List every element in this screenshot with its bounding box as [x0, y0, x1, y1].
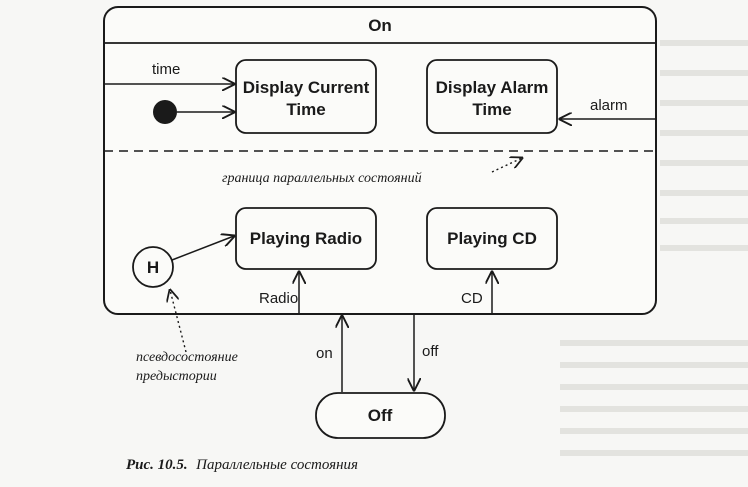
playing-cd-state: [426, 207, 558, 270]
off-state: [315, 392, 446, 439]
on-state-label: On: [368, 16, 392, 35]
display-alarm-time-label-line2: Time: [472, 100, 511, 119]
playing-cd-label: Playing CD: [447, 229, 537, 248]
time-transition-label: time: [152, 61, 180, 78]
boundary-annotation: граница параллельных состояний: [222, 171, 422, 186]
history-pseudostate-label: H: [147, 258, 159, 277]
display-current-time-label-line2: Time: [286, 100, 325, 119]
alarm-transition-label: alarm: [590, 97, 628, 114]
display-alarm-time-label-line1: Display Alarm: [436, 78, 549, 97]
display-current-time-label-line1: Display Current: [243, 78, 370, 97]
cd-transition-label: CD: [461, 290, 483, 307]
off-state-label: Off: [368, 406, 393, 425]
on-composite-state: [103, 6, 657, 315]
history-pseudostate: [132, 246, 174, 288]
on-transition-label: on: [316, 345, 333, 362]
playing-radio-label: Playing Radio: [250, 229, 362, 248]
display-alarm-time-state: [426, 59, 558, 134]
history-annotation-pointer: [170, 290, 187, 353]
background-bleed: [560, 40, 748, 456]
figure-caption-number: Рис. 10.5.: [126, 457, 188, 473]
history-annotation-line2: предыстории: [136, 369, 217, 384]
display-current-time-state: [235, 59, 377, 134]
history-transition-arrow: [171, 236, 234, 261]
initial-pseudostate: [153, 100, 177, 124]
history-annotation-line1: псевдосостояние: [136, 350, 238, 365]
boundary-annotation-pointer: [491, 158, 522, 173]
off-transition-label: off: [422, 343, 439, 360]
figure-caption: Рис. 10.5. Параллельные состояния: [126, 456, 358, 473]
radio-transition-label: Radio: [259, 290, 298, 307]
figure-caption-title: Параллельные состояния: [195, 457, 358, 473]
